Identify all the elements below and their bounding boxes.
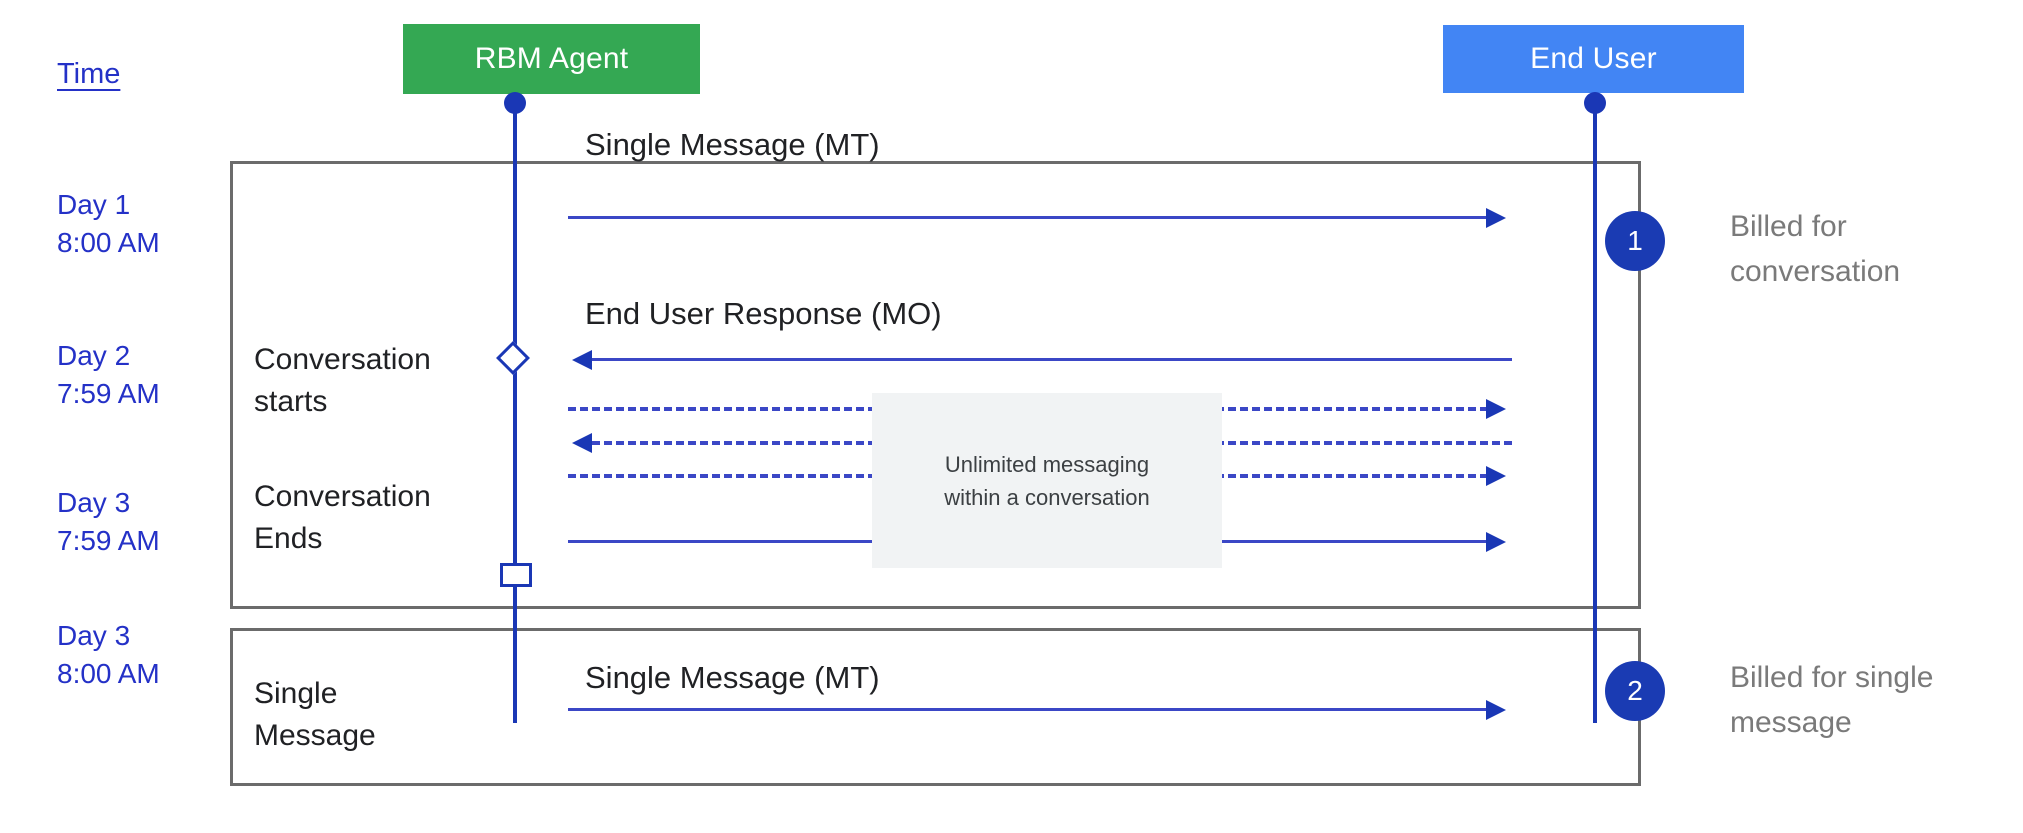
time-column-header: Time bbox=[57, 58, 121, 90]
timestamp-day1-8am: Day 1 8:00 AM bbox=[57, 189, 160, 258]
arrow-head-left-mo-1 bbox=[572, 350, 592, 370]
timestamp-day2-759am: Day 2 7:59 AM bbox=[57, 340, 160, 409]
message-label-mt-2: Single Message (MT) bbox=[585, 660, 880, 695]
phase-label-conversation-starts: Conversation starts bbox=[254, 343, 431, 418]
message-arrow-mt-2 bbox=[568, 708, 1488, 711]
timestamp-day3-759am: Day 3 7:59 AM bbox=[57, 487, 160, 556]
arrow-head-left-unlimited-2 bbox=[572, 433, 592, 453]
message-label-mt-1: Single Message (MT) bbox=[585, 127, 880, 162]
conversation-group-box bbox=[230, 161, 1641, 609]
lifeline-end-user-lower bbox=[1593, 627, 1597, 723]
actor-rbm-agent[interactable]: RBM Agent bbox=[403, 24, 700, 94]
phase-label-conversation-ends: Conversation Ends bbox=[254, 480, 431, 555]
message-arrow-mt-1 bbox=[568, 216, 1488, 219]
actor-rbm-agent-label: RBM Agent bbox=[474, 42, 629, 75]
message-arrow-mo-1 bbox=[592, 358, 1512, 361]
billing-badge-1-number: 1 bbox=[1627, 225, 1643, 256]
billing-badge-2[interactable]: 2 bbox=[1605, 661, 1665, 721]
billing-callout-conversation: Billed for conversation bbox=[1730, 210, 1901, 288]
actor-end-user-label: End User bbox=[1530, 42, 1657, 75]
unlimited-messaging-note-text: Unlimited messaging within a conversatio… bbox=[944, 451, 1150, 510]
lifeline-rbm-agent-lower bbox=[513, 627, 517, 723]
message-label-mo-1: End User Response (MO) bbox=[585, 296, 942, 331]
conversation-end-square-marker bbox=[500, 563, 532, 587]
arrow-head-right-mt-2 bbox=[1486, 700, 1506, 720]
billing-callout-single-message: Billed for single message bbox=[1730, 661, 1934, 739]
unlimited-messaging-note: Unlimited messaging within a conversatio… bbox=[872, 393, 1222, 568]
single-message-group-box bbox=[230, 628, 1641, 786]
actor-end-user[interactable]: End User bbox=[1443, 25, 1744, 93]
arrow-head-right-mt-1 bbox=[1486, 208, 1506, 228]
arrow-head-right-unlimited-1 bbox=[1486, 399, 1506, 419]
phase-label-single-message: Single Message bbox=[254, 677, 376, 752]
timestamp-day3-8am: Day 3 8:00 AM bbox=[57, 620, 160, 689]
lifeline-end-user bbox=[1593, 97, 1597, 627]
billing-badge-1[interactable]: 1 bbox=[1605, 211, 1665, 271]
arrow-head-right-unlimited-3 bbox=[1486, 466, 1506, 486]
billing-badge-2-number: 2 bbox=[1627, 675, 1643, 706]
arrow-head-right-mt-last bbox=[1486, 532, 1506, 552]
